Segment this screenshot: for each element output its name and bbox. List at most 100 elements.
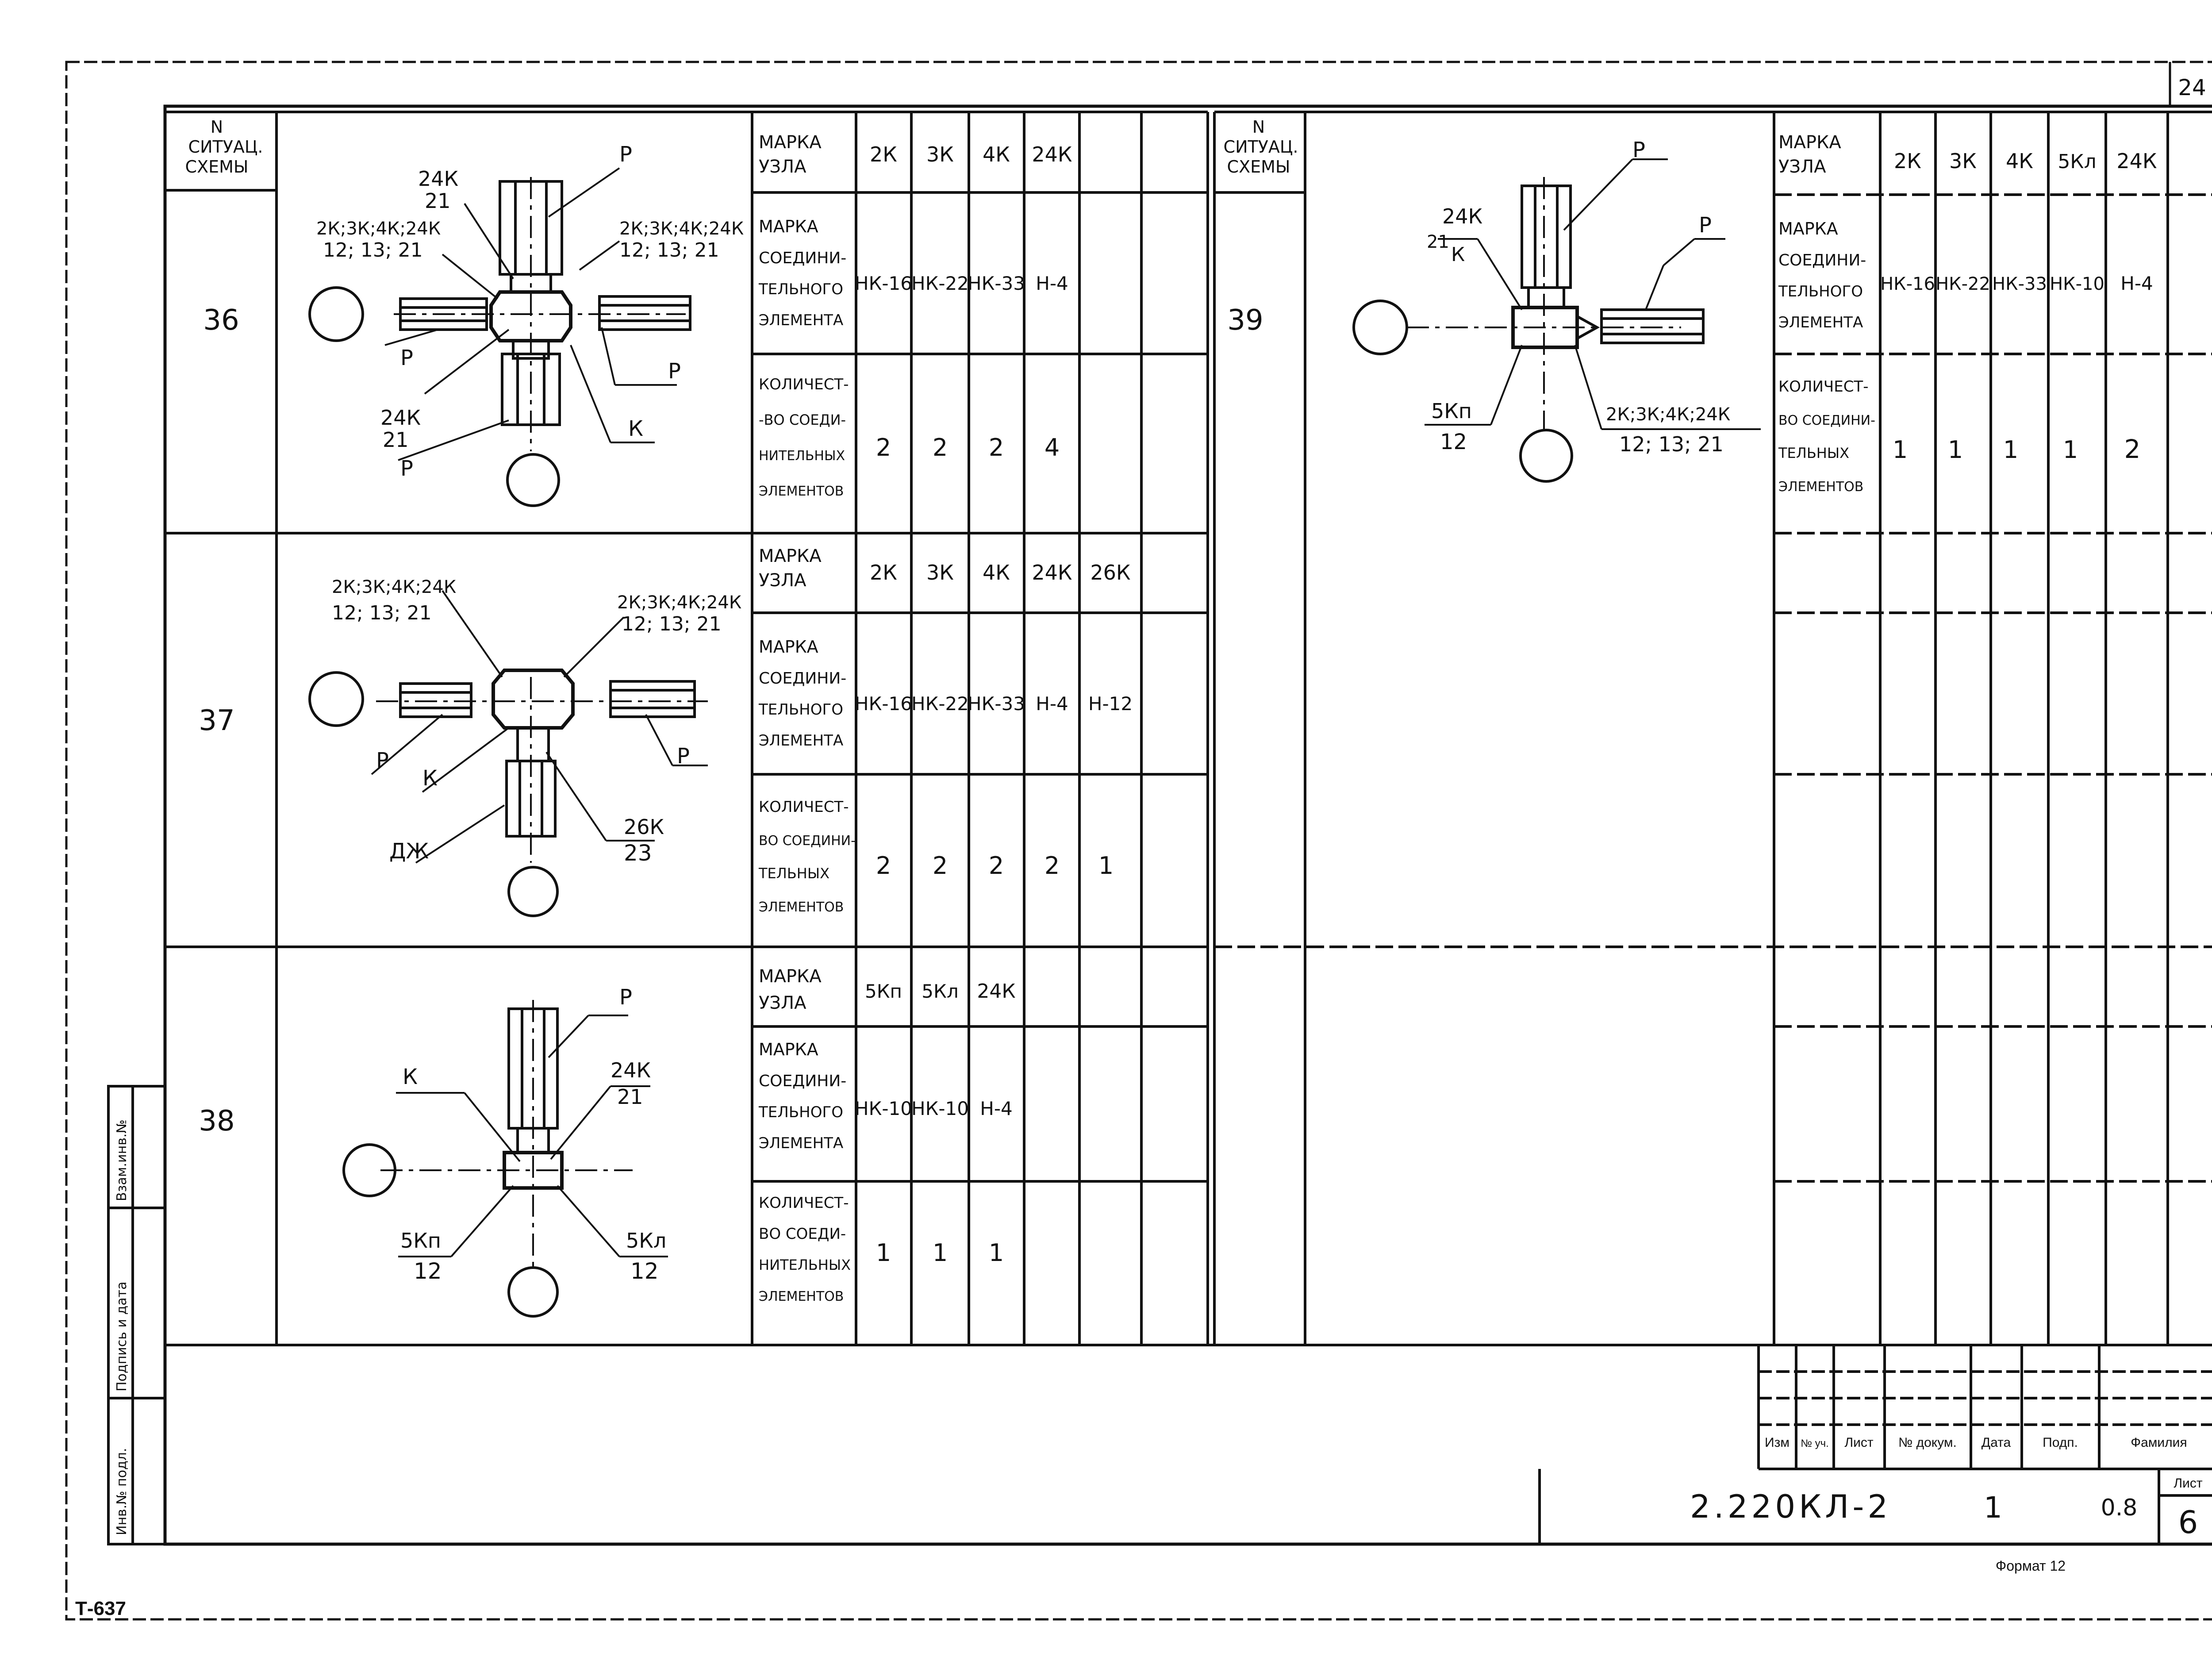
- s36-bot-den: 21: [383, 428, 409, 452]
- row36-marks-label-1: МАРКА: [759, 132, 822, 153]
- scheme-37-drawing: [308, 590, 708, 917]
- row36-elem-label-4: ЭЛЕМЕНТА: [759, 311, 843, 329]
- row37-elem-label-4: ЭЛЕМЕНТА: [759, 732, 843, 750]
- row36-mark-0: 2К: [870, 142, 897, 166]
- row36-qty-2: 2: [989, 434, 1004, 461]
- row39-qty-1: 1: [1948, 436, 1963, 464]
- scheme-37-id: 37: [199, 704, 234, 737]
- node-drawings: [308, 158, 1761, 1318]
- tb-issue: 1: [1984, 1491, 2002, 1525]
- row39-qty-3: 1: [2063, 436, 2078, 464]
- row39-elem-label-4: ЭЛЕМЕНТА: [1778, 314, 1863, 331]
- row38-elem-2: Н-4: [980, 1098, 1012, 1119]
- s39-bl-den: 12: [1440, 430, 1467, 454]
- tb-sheet-no: 6: [2178, 1504, 2198, 1541]
- row37-qty-1: 2: [933, 852, 948, 880]
- side-stamp-inv: Инв.№ подл.: [114, 1448, 130, 1535]
- row36-elem-label-3: ТЕЛЬНОГО: [758, 281, 843, 298]
- row39-qty-4: 2: [2124, 434, 2141, 464]
- s36-k: К: [628, 416, 643, 441]
- row39-elem-3: НК-10: [2050, 274, 2104, 294]
- row38-qty-label-3: НИТЕЛЬНЫХ: [759, 1257, 851, 1273]
- row36-elem-2: НК-33: [968, 273, 1025, 294]
- scheme-36-drawing: [308, 167, 691, 507]
- row37-qty-3: 2: [1045, 852, 1060, 880]
- s37-bot-num: 26К: [624, 815, 664, 839]
- tb-sheet-label: Лист: [2174, 1476, 2202, 1491]
- row36-qty-label-1: КОЛИЧЕСТ-: [759, 376, 849, 393]
- row37-elem-3: Н-4: [1036, 693, 1068, 715]
- row38-qty-0: 1: [876, 1239, 891, 1267]
- tb-header-nuch: № уч.: [1801, 1438, 1829, 1449]
- row38-marks-label-1: МАРКА: [759, 966, 822, 987]
- row39-elem-0: НК-16: [1880, 274, 1935, 294]
- tb-header-name: Фамилия: [2131, 1435, 2187, 1450]
- s37-left-num: 2К;3К;4К;24К: [332, 577, 456, 597]
- row38-marks-label-2: УЗЛА: [759, 993, 806, 1013]
- s37-right-den: 12; 13; 21: [622, 613, 722, 635]
- scheme-36-id: 36: [203, 304, 239, 337]
- s38-k: К: [403, 1065, 418, 1089]
- row39-elem-label-1: МАРКА: [1778, 219, 1838, 238]
- row36-mark-1: 3К: [926, 142, 954, 166]
- right-header-n: N: [1252, 117, 1265, 137]
- row36-elem-3: Н-4: [1036, 273, 1068, 294]
- s39-p2: Р: [1699, 213, 1712, 238]
- scheme-38-drawing: [342, 1000, 668, 1318]
- row38-mark-2: 24К: [977, 980, 1015, 1003]
- side-stamp-signature: Подпись и дата: [114, 1282, 130, 1392]
- left-header-skhemy: СХЕМЫ: [185, 157, 249, 177]
- s36-right-den: 12; 13; 21: [619, 239, 719, 261]
- row37-mark-4: 26К: [1090, 561, 1130, 584]
- row36-elem-label-2: СОЕДИНИ-: [759, 249, 846, 267]
- format-note: Формат 12: [1996, 1558, 2066, 1574]
- s37-left-den: 12; 13; 21: [332, 602, 432, 624]
- row38-mark-0: 5Кп: [865, 980, 902, 1002]
- s37-p1: Р: [376, 748, 389, 773]
- row39-qty-label-2: ВО СОЕДИНИ-: [1778, 413, 1875, 428]
- s39-top-den: 21: [1427, 232, 1449, 252]
- row38-qty-label-1: КОЛИЧЕСТ-: [759, 1194, 849, 1212]
- s36-p1: Р: [619, 142, 632, 167]
- s37-bot-den: 23: [624, 840, 652, 866]
- tb-header-date: Дата: [1982, 1435, 2011, 1450]
- row38-qty-label-4: ЭЛЕМЕНТОВ: [759, 1289, 844, 1304]
- row36-elem-0: НК-16: [855, 273, 912, 294]
- right-header-skhemy: СХЕМЫ: [1227, 157, 1290, 177]
- row39-qty-0: 1: [1893, 436, 1908, 464]
- row37-mark-3: 24К: [1032, 561, 1072, 584]
- row39-marks-label-1: МАРКА: [1778, 132, 1841, 153]
- s39-p1: Р: [1632, 138, 1645, 162]
- row36-qty-label-3: НИТЕЛЬНЫХ: [759, 448, 845, 464]
- row39-mark-4: 24К: [2116, 149, 2157, 173]
- s39-bl-num: 5Кп: [1431, 399, 1472, 423]
- s39-top-num: 24К: [1442, 204, 1482, 228]
- row38-elem-1: НК-10: [911, 1098, 969, 1119]
- row37-elem-4: Н-12: [1088, 693, 1133, 715]
- row39-marks-label-2: УЗЛА: [1778, 157, 1826, 177]
- s36-right-num: 2К;3К;4К;24К: [619, 219, 744, 239]
- row38-qty-label-2: ВО СОЕДИ-: [759, 1225, 846, 1243]
- left-header-n: N: [211, 117, 223, 137]
- s36-left-den: 12; 13; 21: [323, 239, 423, 261]
- row37-qty-label-3: ТЕЛЬНЫХ: [758, 865, 830, 882]
- s38-br-num: 5Кл: [626, 1229, 666, 1253]
- row38-elem-label-1: МАРКА: [759, 1040, 818, 1059]
- row37-qty-label-1: КОЛИЧЕСТ-: [759, 798, 849, 816]
- row36-mark-2: 4К: [983, 142, 1010, 166]
- s36-bot-num: 24К: [380, 406, 421, 430]
- tb-header-list: Лист: [1844, 1435, 1873, 1450]
- row37-elem-1: НК-22: [911, 693, 969, 715]
- s36-left-num: 2К;3К;4К;24К: [316, 219, 441, 239]
- s36-p4: Р: [400, 456, 413, 481]
- row38-elem-0: НК-10: [855, 1098, 912, 1119]
- s38-bl-num: 5Кп: [400, 1229, 441, 1253]
- row39-qty-2: 1: [2003, 436, 2018, 464]
- right-header-situac: СИТУАЦ.: [1224, 137, 1298, 157]
- s38-top-den: 21: [617, 1085, 643, 1109]
- row39-elem-4: Н-4: [2120, 273, 2153, 294]
- s38-p1: Р: [619, 985, 632, 1010]
- right-table-grid: [1213, 111, 2212, 1345]
- row36-qty-0: 2: [876, 434, 891, 461]
- tb-header-ndoc: № докум.: [1898, 1435, 1957, 1450]
